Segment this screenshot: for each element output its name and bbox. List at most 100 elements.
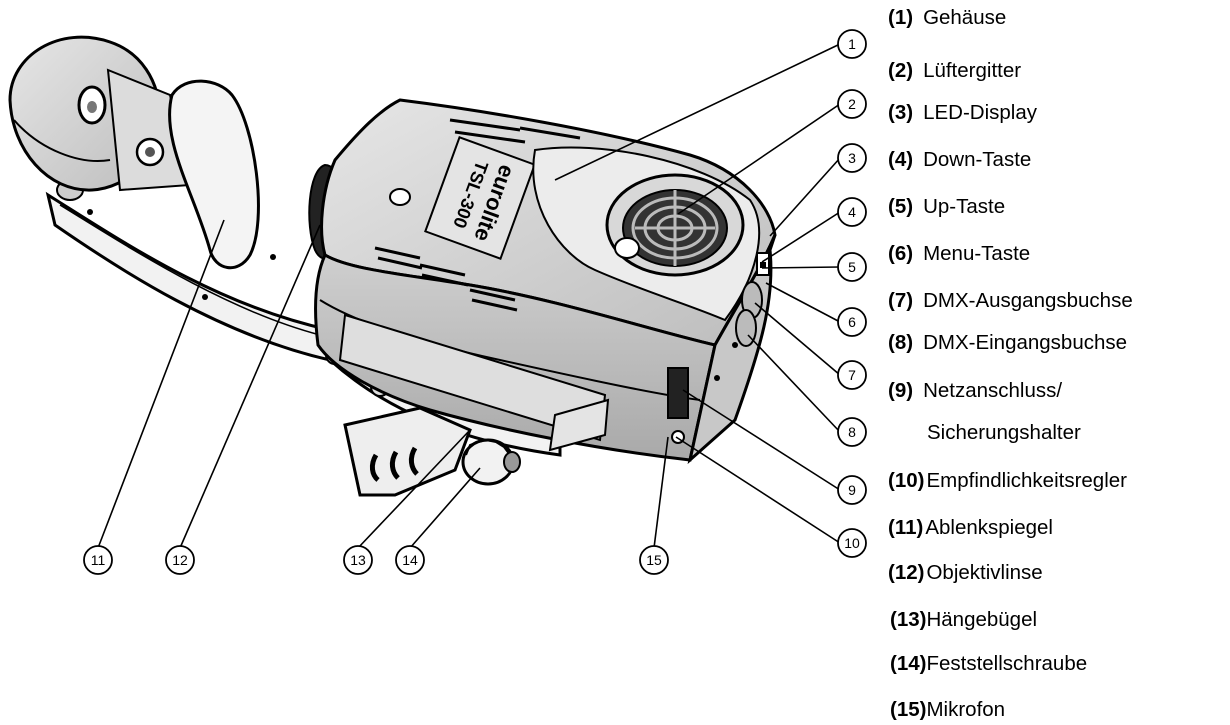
legend-number: (9) — [888, 379, 914, 402]
callout-number: 10 — [844, 535, 860, 551]
callout-circle — [837, 360, 867, 390]
callout-circle — [837, 417, 867, 447]
callout-circle — [343, 545, 373, 575]
callout-number: 2 — [848, 96, 856, 112]
legend-number: (12) — [888, 561, 925, 584]
legend-number: (3) — [888, 101, 914, 124]
callout-number: 14 — [402, 552, 418, 568]
deflection-mirror — [168, 79, 260, 270]
legend-label: Hängebügel — [926, 608, 1038, 631]
legend-number: (6) — [888, 242, 914, 265]
callout-circle — [837, 89, 867, 119]
legend-number: (5) — [888, 195, 914, 218]
front-bar — [548, 398, 610, 452]
callout-3: 3 — [837, 143, 867, 173]
legend-label: DMX-Eingangsbuchse — [923, 331, 1128, 354]
legend-label: Down-Taste — [923, 148, 1032, 171]
callout-number: 6 — [848, 314, 856, 330]
legend-item: (14)Feststellschraube — [890, 652, 1087, 676]
legend-number: (14) — [890, 652, 927, 675]
legend-number: (13) — [890, 608, 927, 631]
callout-circle — [837, 307, 867, 337]
legend-label: Gehäuse — [923, 6, 1007, 29]
callout-13: 13 — [343, 545, 373, 575]
callout-1: 1 — [837, 29, 867, 59]
legend-label: Up-Taste — [923, 195, 1006, 218]
callout-number: 13 — [350, 552, 366, 568]
mirror-head — [8, 35, 192, 192]
legend-item: (7)DMX-Ausgangsbuchse — [888, 289, 1133, 313]
legend-number: (4) — [888, 148, 914, 171]
legend-number: (1) — [888, 6, 914, 29]
legend-item: (1) Gehäuse — [888, 6, 1006, 30]
callout-number: 8 — [848, 424, 856, 440]
legend-number: (15) — [890, 698, 927, 721]
legend-label: Objektivlinse — [926, 561, 1043, 584]
callout-circle — [837, 252, 867, 282]
callout-14: 14 — [395, 545, 425, 575]
housing: eurolite TSL-300 — [314, 98, 777, 465]
callout-12: 12 — [165, 545, 195, 575]
leader-lines — [97, 43, 841, 549]
callout-9: 9 — [837, 475, 867, 505]
callout-number: 3 — [848, 150, 856, 166]
fan-grille — [605, 173, 745, 277]
legend-number: (2) — [888, 59, 914, 82]
callout-7: 7 — [837, 360, 867, 390]
callout-15: 15 — [639, 545, 669, 575]
legend-label: Menu-Taste — [923, 242, 1031, 265]
callout-number: 9 — [848, 482, 856, 498]
callout-circle — [837, 197, 867, 227]
callout-number: 1 — [848, 36, 856, 52]
legend-item: (10)Empfindlichkeitsregler — [888, 469, 1127, 493]
callout-circle — [639, 545, 669, 575]
hanging-bracket — [343, 406, 472, 497]
callout-number: 12 — [172, 552, 188, 568]
callout-6: 6 — [837, 307, 867, 337]
legend-item: (5) Up-Taste — [888, 195, 1005, 219]
callout-number: 5 — [848, 259, 856, 275]
callout-4: 4 — [837, 197, 867, 227]
legend-label: Ablenkspiegel — [925, 516, 1053, 539]
legend-item: (6) Menu-Taste — [888, 242, 1030, 266]
legend-item: (2) Lüftergitter — [888, 59, 1021, 83]
legend-number: (8) — [888, 331, 914, 354]
legend-label: Sicherungshalter — [927, 421, 1081, 444]
callout-circle — [165, 545, 195, 575]
callout-11: 11 — [83, 545, 113, 575]
legend-item: (12)Objektivlinse — [888, 561, 1043, 585]
legend-label: Empfindlichkeitsregler — [926, 469, 1127, 492]
legend-label: DMX-Ausgangsbuchse — [923, 289, 1133, 312]
legend-item: (3) LED-Display — [888, 101, 1037, 125]
legend-item: (11)Ablenkspiegel — [888, 516, 1053, 540]
callout-number: 15 — [646, 552, 662, 568]
callout-number: 4 — [848, 204, 856, 220]
legend-item: (8) DMX-Eingangsbuchse — [888, 331, 1127, 355]
legend-label: LED-Display — [923, 101, 1037, 124]
legend-item: (13)Hängebügel — [890, 608, 1037, 632]
legend-label: Lüftergitter — [923, 59, 1022, 82]
legend-label: Mikrofon — [926, 698, 1006, 721]
callout-circle — [837, 475, 867, 505]
callout-number: 7 — [848, 367, 856, 383]
rear-panel — [667, 252, 770, 444]
legend-item: (15)Mikrofon — [890, 698, 1005, 722]
callout-circle — [395, 545, 425, 575]
callout-circle — [837, 528, 867, 558]
legend-item: (4) Down-Taste — [888, 148, 1031, 172]
callout-2: 2 — [837, 89, 867, 119]
legend-item: (9) Netzanschluss/ — [888, 379, 1062, 403]
legend-item: Sicherungshalter — [927, 421, 1081, 445]
callout-circle — [837, 29, 867, 59]
callout-circle — [837, 143, 867, 173]
legend-label: Netzanschluss/ — [923, 379, 1063, 402]
legend-number: (10) — [888, 469, 925, 492]
legend-label: Feststellschraube — [926, 652, 1088, 675]
callout-circle — [83, 545, 113, 575]
callout-number: 11 — [91, 552, 106, 568]
legend-number: (11) — [888, 516, 924, 539]
callout-5: 5 — [837, 252, 867, 282]
callout-8: 8 — [837, 417, 867, 447]
